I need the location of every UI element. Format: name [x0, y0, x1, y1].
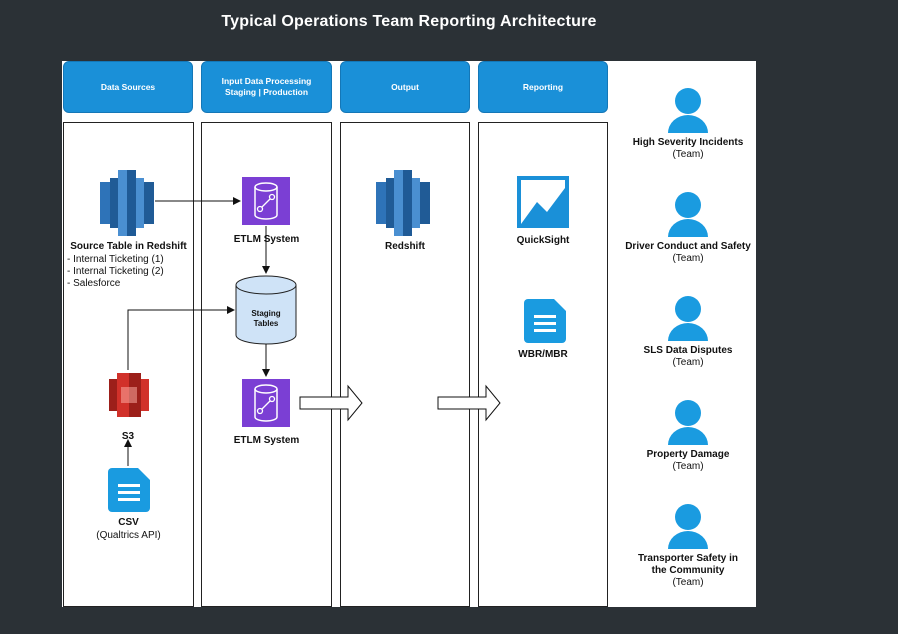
redshift-label: Redshift [385, 241, 425, 252]
connector-arrow [127, 306, 235, 370]
team-tag: (Team) [672, 149, 704, 160]
person-icon [668, 192, 708, 237]
team-label: High Severity Incidents (Team) [612, 137, 764, 161]
source-table-list: - Internal Ticketing (1) - Internal Tick… [67, 254, 164, 290]
etlm-icon [242, 379, 290, 427]
person-icon [668, 88, 708, 133]
source-item: - Internal Ticketing (1) [67, 254, 164, 265]
document-icon [108, 468, 150, 512]
team-name: Property Damage [646, 449, 730, 460]
team-tag: (Team) [672, 577, 704, 588]
column-header-label: Data Sources [100, 81, 156, 92]
diagram-title: Typical Operations Team Reporting Archit… [221, 13, 597, 30]
document-icon [524, 299, 566, 343]
csv-subtitle: (Qualtrics API) [96, 530, 161, 541]
column-header-reporting: Reporting [478, 61, 608, 113]
column-header-label: Reporting [522, 81, 564, 92]
column-header-data-sources: Data Sources [63, 61, 193, 113]
etlm-label: ETLM System [233, 435, 300, 446]
column-header-label: Input Data Processing [221, 76, 312, 86]
quicksight-label: QuickSight [516, 235, 570, 246]
team-name: High Severity Incidents [632, 137, 744, 148]
team-label: Driver Conduct and Safety (Team) [612, 241, 764, 265]
csv-label: CSV [118, 517, 139, 528]
block-arrow [299, 384, 363, 422]
staging-line2: Tables [253, 319, 279, 328]
etlm-label: ETLM System [233, 234, 300, 245]
s3-label: S3 [121, 431, 135, 442]
person-icon [668, 296, 708, 341]
team-tag: (Team) [672, 357, 704, 368]
column-header-label: Output [391, 81, 419, 92]
team-name: the Community [651, 565, 725, 576]
staging-line1: Staging [251, 309, 281, 318]
team-label: Transporter Safety in the Community (Tea… [612, 553, 764, 589]
person-icon [668, 504, 708, 549]
source-item: - Internal Ticketing (2) [67, 266, 164, 277]
column-header-output: Output [340, 61, 470, 113]
source-item: - Salesforce [67, 278, 121, 289]
source-table-title: Source Table in Redshift [70, 241, 187, 252]
staging-tables-cylinder [235, 275, 297, 345]
block-arrow [437, 384, 501, 422]
team-tag: (Team) [672, 253, 704, 264]
quicksight-icon [517, 176, 569, 228]
s3-icon [109, 373, 149, 417]
column-header-label: Staging | Production [224, 87, 309, 97]
wbr-label: WBR/MBR [518, 349, 568, 360]
team-label: SLS Data Disputes (Team) [612, 345, 764, 369]
staging-tables-label: Staging Tables [236, 309, 296, 329]
redshift-icon [100, 170, 154, 236]
team-name: Driver Conduct and Safety [625, 241, 751, 252]
person-icon [668, 400, 708, 445]
team-label: Property Damage (Team) [612, 449, 764, 473]
etlm-icon [242, 177, 290, 225]
team-tag: (Team) [672, 461, 704, 472]
team-name: SLS Data Disputes [643, 345, 733, 356]
column-header-input-processing: Input Data Processing Staging | Producti… [201, 61, 332, 113]
redshift-icon [376, 170, 430, 236]
team-name: Transporter Safety in [637, 553, 739, 564]
